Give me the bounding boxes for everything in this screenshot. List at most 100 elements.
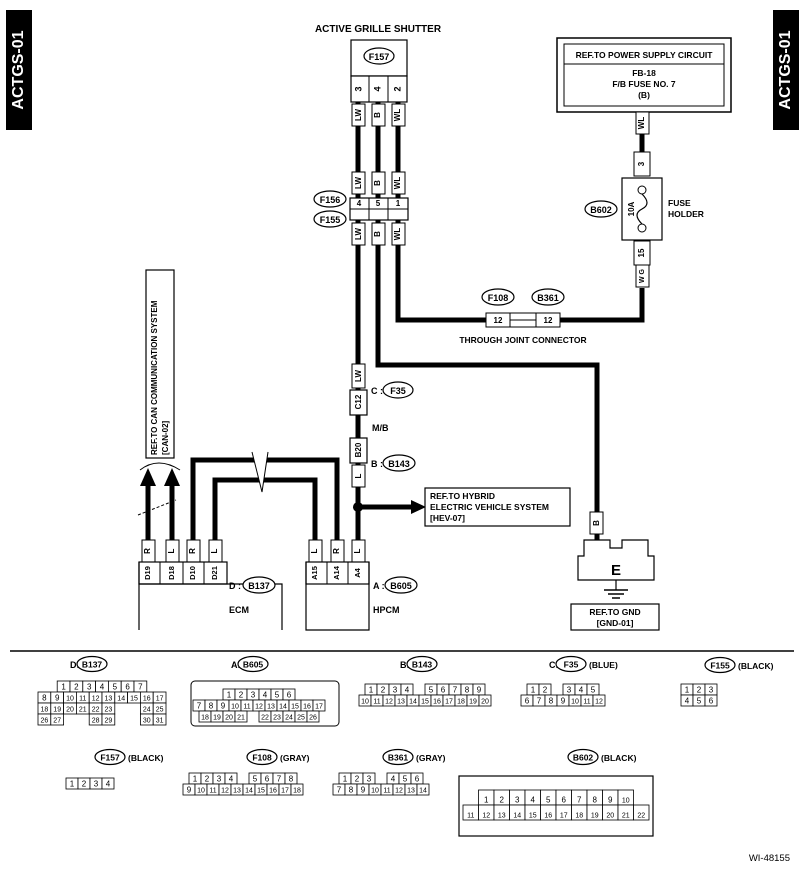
pin-number: 13 [267, 704, 275, 711]
pin-number: 19 [213, 715, 221, 722]
pin-cell [704, 694, 718, 707]
svg-text:B361: B361 [537, 293, 559, 303]
svg-text:R: R [332, 548, 341, 554]
pin-cell [416, 783, 430, 796]
connector-name-oval [76, 655, 108, 673]
side-tag-right: ACTGS-01 [773, 10, 799, 130]
connector-name: B605 [243, 660, 264, 670]
pin-number: 14 [419, 788, 427, 795]
svg-text:LW: LW [354, 228, 363, 240]
pin-number: 12 [221, 788, 229, 795]
pin-number: 8 [289, 775, 294, 784]
pin-number: 5 [546, 796, 551, 805]
pin-number: 19 [591, 813, 599, 820]
pin-number: 5 [591, 686, 596, 695]
pin-number: 15 [130, 696, 138, 703]
pin-number: 18 [293, 788, 301, 795]
pin-number: 26 [309, 715, 317, 722]
pin-number: 27 [53, 718, 61, 725]
pin-number: 25 [156, 707, 164, 714]
svg-text:F/B FUSE NO. 7: F/B FUSE NO. 7 [612, 79, 676, 89]
pin-number: 20 [66, 707, 74, 714]
pin-number: 19 [469, 699, 477, 706]
svg-text:A14: A14 [332, 565, 341, 580]
svg-text:4: 4 [357, 199, 362, 208]
pin-number: 9 [55, 694, 60, 703]
pin-number: 10 [371, 788, 379, 795]
connector-name-oval [555, 655, 587, 673]
pin-number: 10 [571, 699, 579, 706]
pin-number: 22 [261, 715, 269, 722]
connector-prefix: C: [549, 660, 559, 670]
pin-number: 25 [297, 715, 305, 722]
pin-number: 14 [245, 788, 253, 795]
svg-text:1: 1 [396, 199, 401, 208]
pin-number: 13 [407, 788, 415, 795]
pin-number: 12 [482, 813, 490, 820]
connector-color: (GRAY) [416, 753, 446, 763]
svg-text:E: E [611, 562, 621, 579]
svg-text:LW: LW [354, 109, 363, 121]
pin-number: 6 [415, 775, 420, 784]
pin-number: 1 [484, 796, 489, 805]
connector-name-oval [704, 656, 736, 674]
pin-number: 1 [61, 683, 66, 692]
pin-number: 5 [253, 775, 258, 784]
pin-number: 5 [275, 691, 280, 700]
svg-text:A4: A4 [353, 567, 362, 577]
pin-number: 11 [209, 788, 216, 795]
connector-name: B361 [388, 753, 409, 763]
svg-text:12: 12 [544, 316, 553, 325]
svg-text:B143: B143 [388, 459, 410, 469]
pin-number: 4 [391, 775, 396, 784]
pin-number: 3 [217, 775, 222, 784]
connector-color: (BLUE) [589, 660, 618, 670]
f157-pins: 3 4 2 [353, 86, 402, 91]
svg-text:F155: F155 [320, 215, 341, 225]
pin-cell [101, 777, 115, 790]
pin-label: 3 [353, 86, 363, 91]
svg-text:F108: F108 [488, 293, 509, 303]
pin-number: 11 [243, 704, 250, 711]
pin-number: 20 [481, 699, 489, 706]
pin-number: 18 [41, 707, 49, 714]
pin-number: 4 [405, 686, 410, 695]
pin-cell [306, 710, 320, 723]
pin-number: 2 [82, 780, 87, 789]
svg-text:15: 15 [637, 248, 646, 257]
pin-number: 13 [498, 813, 506, 820]
connector-color: (BLACK) [128, 753, 164, 763]
pin-number: 1 [193, 775, 198, 784]
svg-text:L: L [210, 548, 219, 553]
f155-label: F155 [313, 210, 347, 228]
pin-number: 8 [549, 697, 554, 706]
svg-text:D10: D10 [188, 566, 197, 580]
pin-number: 7 [337, 786, 342, 795]
svg-text:[HEV-07]: [HEV-07] [430, 513, 465, 523]
svg-text:D21: D21 [210, 566, 219, 580]
pin-number: 2 [697, 686, 702, 695]
svg-text:B: B [373, 112, 382, 118]
pin-number: 17 [156, 696, 164, 703]
pin-number: 12 [92, 696, 100, 703]
pin-number: 1 [343, 775, 348, 784]
f156-f155-connector: LW B WL 4 5 1 LW B WL [349, 171, 409, 246]
can-ref-box: REF.TO CAN COMMUNICATION SYSTEM [CAN-02] [145, 269, 175, 459]
pin-number: 16 [269, 788, 277, 795]
connector-name-oval [94, 748, 126, 766]
svg-text:[CAN-02]: [CAN-02] [161, 420, 170, 455]
svg-text:WL: WL [393, 177, 402, 190]
pin-number: 19 [53, 707, 61, 714]
svg-text:W G: W G [639, 268, 646, 283]
pin-number: 17 [560, 813, 568, 820]
pin-number: 16 [544, 813, 552, 820]
connector-name: F157 [100, 753, 120, 763]
svg-text:F35: F35 [390, 386, 406, 396]
connector-name-oval [237, 655, 269, 673]
pin-cell [50, 713, 64, 726]
svg-text:B: B [592, 520, 601, 526]
pin-number: 6 [287, 691, 292, 700]
pin-number: 8 [209, 702, 214, 711]
